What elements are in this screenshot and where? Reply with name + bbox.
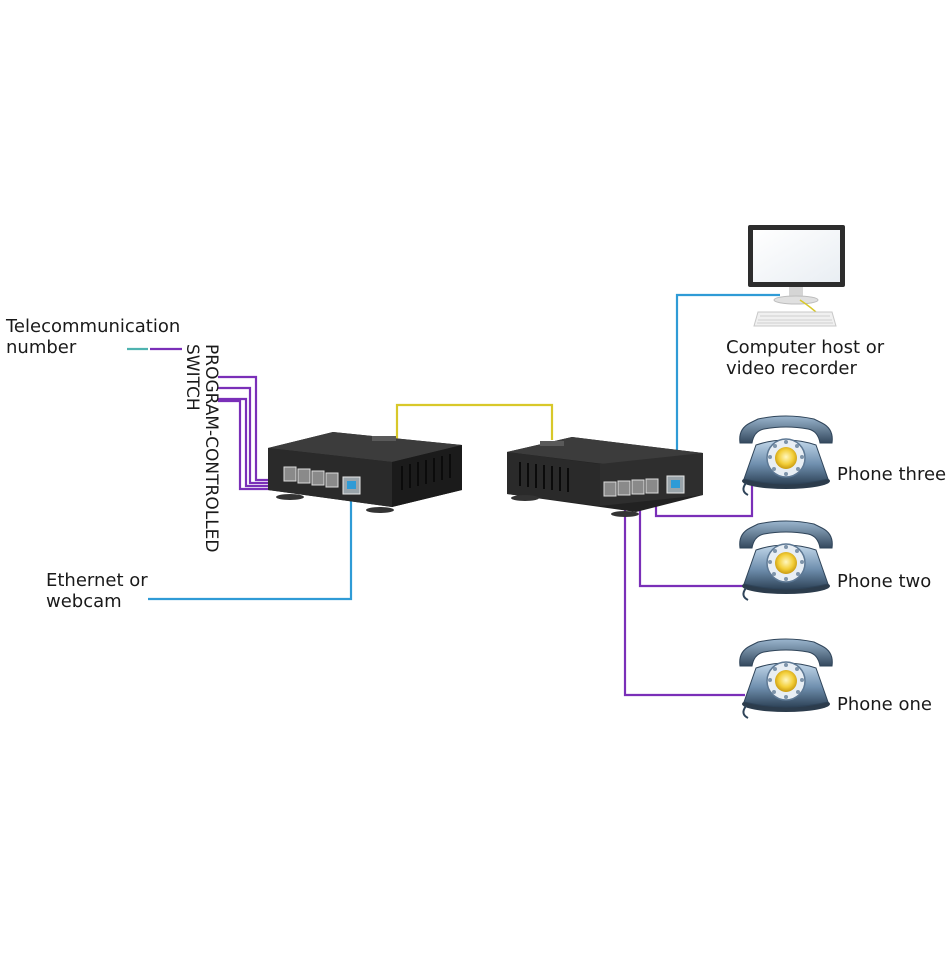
monitor-icon — [748, 225, 845, 315]
ethernet-line — [148, 496, 353, 601]
rotary-phone-icon — [738, 520, 834, 601]
ethernet-label-line2: webcam — [46, 591, 122, 612]
switch-label: PROGRAM-CONTROLLED SWITCH — [182, 344, 221, 553]
telecom-label: Telecommunication number — [6, 316, 180, 358]
ethernet-label: Ethernet or webcam — [46, 570, 148, 612]
connection-lines — [127, 293, 780, 697]
fiber-link-line — [395, 403, 554, 445]
computer-line — [675, 293, 780, 478]
switch-label-line2: SWITCH — [182, 344, 202, 411]
switch-label-line1: PROGRAM-CONTROLLED — [201, 344, 221, 553]
phone-two-label: Phone two — [837, 571, 932, 592]
computer-label: Computer host or video recorder — [726, 337, 884, 379]
phone-one-line — [623, 500, 745, 697]
computer-label-line1: Computer host or — [726, 337, 885, 358]
phone-three-line — [654, 478, 754, 518]
converter-right-icon — [507, 437, 703, 517]
keyboard-icon — [753, 311, 837, 327]
telecom-label-line1: Telecommunication — [6, 316, 181, 337]
phone-three-label: Phone three — [837, 464, 947, 485]
phone-one-label: Phone one — [837, 694, 932, 715]
telecom-label-line2: number — [6, 337, 77, 358]
phone-two-line — [638, 500, 745, 588]
computer-label-line2: video recorder — [726, 358, 857, 379]
rotary-phone-icon — [738, 638, 834, 719]
ethernet-label-line1: Ethernet or — [46, 570, 148, 591]
converter-left-icon — [268, 432, 462, 513]
rotary-phone-icon — [738, 415, 834, 496]
